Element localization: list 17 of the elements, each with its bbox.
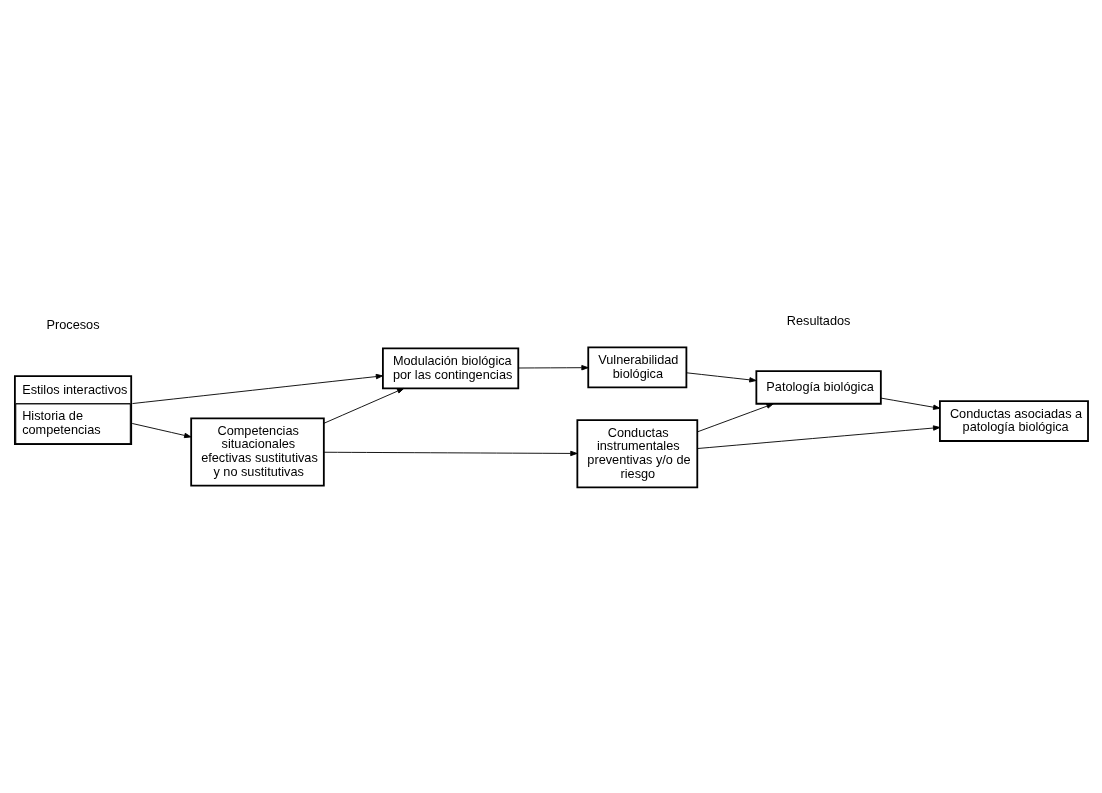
arrow (518, 365, 589, 371)
arrow (323, 387, 405, 424)
node-box: Conductas instrumentales preventivas y/o de riesgo (576, 419, 699, 489)
arrow (323, 450, 578, 457)
arrow (880, 397, 941, 410)
node-box: Conductas asociadas a patología biológica (939, 400, 1089, 442)
arrow (131, 423, 192, 439)
arrow (696, 425, 941, 449)
label: Procesos (46, 316, 100, 332)
arrow (686, 372, 757, 383)
label: Resultados (786, 313, 851, 329)
node-box: Patología biológica (755, 370, 882, 405)
arrow (697, 403, 774, 433)
node-box: Modulación biológica por las contingencias (382, 347, 520, 390)
node-box: Vulnerabilidad biológica (587, 346, 688, 389)
arrow (132, 373, 384, 404)
node-box: Competencias situacionales efectivas sustitutivas y no sustitutivas (190, 417, 325, 487)
